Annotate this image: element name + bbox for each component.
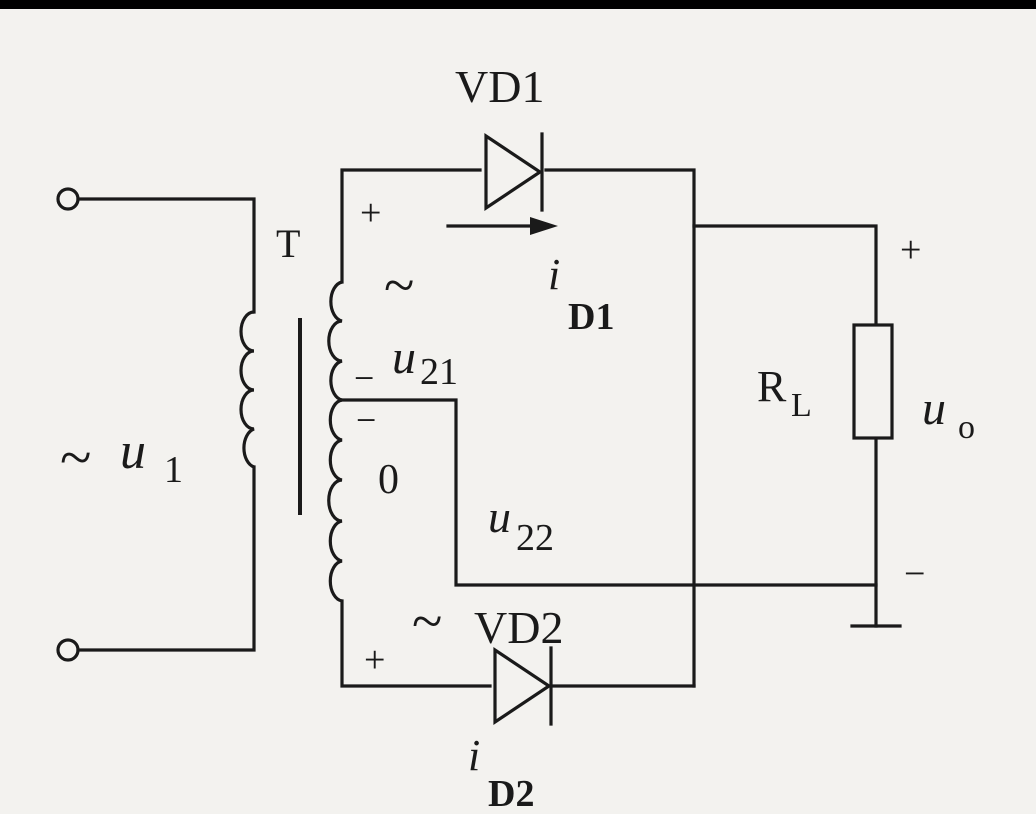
uo-label-sub: o: [958, 409, 975, 446]
minus-sign-u22: −: [356, 400, 376, 440]
load-resistor: [852, 323, 894, 440]
minus-sign-u21: −: [354, 358, 374, 398]
id2-label-main: i: [468, 731, 480, 780]
secondary-winding-lower: [327, 398, 343, 603]
vd2-label: VD2: [474, 602, 563, 653]
secondary-winding-upper: [327, 280, 343, 402]
tilde-lower: ~: [412, 591, 442, 653]
uo-label-main: u: [922, 382, 946, 435]
id2-label-sub: D2: [488, 773, 534, 814]
input-terminal-top: [56, 187, 80, 211]
common-cathode-wire: [544, 168, 696, 688]
load-top-wire: [692, 224, 878, 327]
center-tap-label: 0: [378, 457, 399, 503]
u1-label-main: u: [120, 423, 146, 480]
u22-label-main: u: [488, 491, 511, 542]
current-arrow-id1: [446, 217, 558, 235]
transformer-label: T: [276, 221, 300, 266]
top-black-strip: [0, 0, 1036, 9]
id1-label-sub: D1: [568, 296, 614, 338]
diode-vd1: [484, 132, 544, 212]
primary-winding: [239, 310, 255, 469]
diode-vd2: [493, 646, 553, 726]
minus-sign-output: −: [904, 553, 925, 595]
plus-sign-top: +: [360, 192, 381, 234]
id1-label-main: i: [548, 250, 560, 299]
input-terminal-bottom: [56, 638, 80, 662]
plus-sign-output: +: [900, 229, 921, 271]
u22-label-sub: 22: [516, 517, 554, 559]
u21-label-sub: 21: [420, 351, 458, 393]
tilde-u1: ~: [60, 425, 91, 490]
u21-label-main: u: [392, 331, 416, 384]
u1-label-sub: 1: [164, 449, 183, 491]
center-tap-wire: [340, 398, 878, 587]
tilde-upper: ~: [384, 255, 414, 317]
vd1-label: VD1: [455, 61, 544, 112]
secondary-bottom-wire: [340, 599, 492, 688]
secondary-top-wire: [340, 168, 482, 284]
primary-wire-bottom: [76, 465, 256, 652]
plus-sign-bottom: +: [364, 639, 385, 681]
rl-label-main: R: [757, 362, 787, 411]
primary-wire-top: [76, 197, 256, 314]
rl-label-sub: L: [791, 387, 812, 424]
